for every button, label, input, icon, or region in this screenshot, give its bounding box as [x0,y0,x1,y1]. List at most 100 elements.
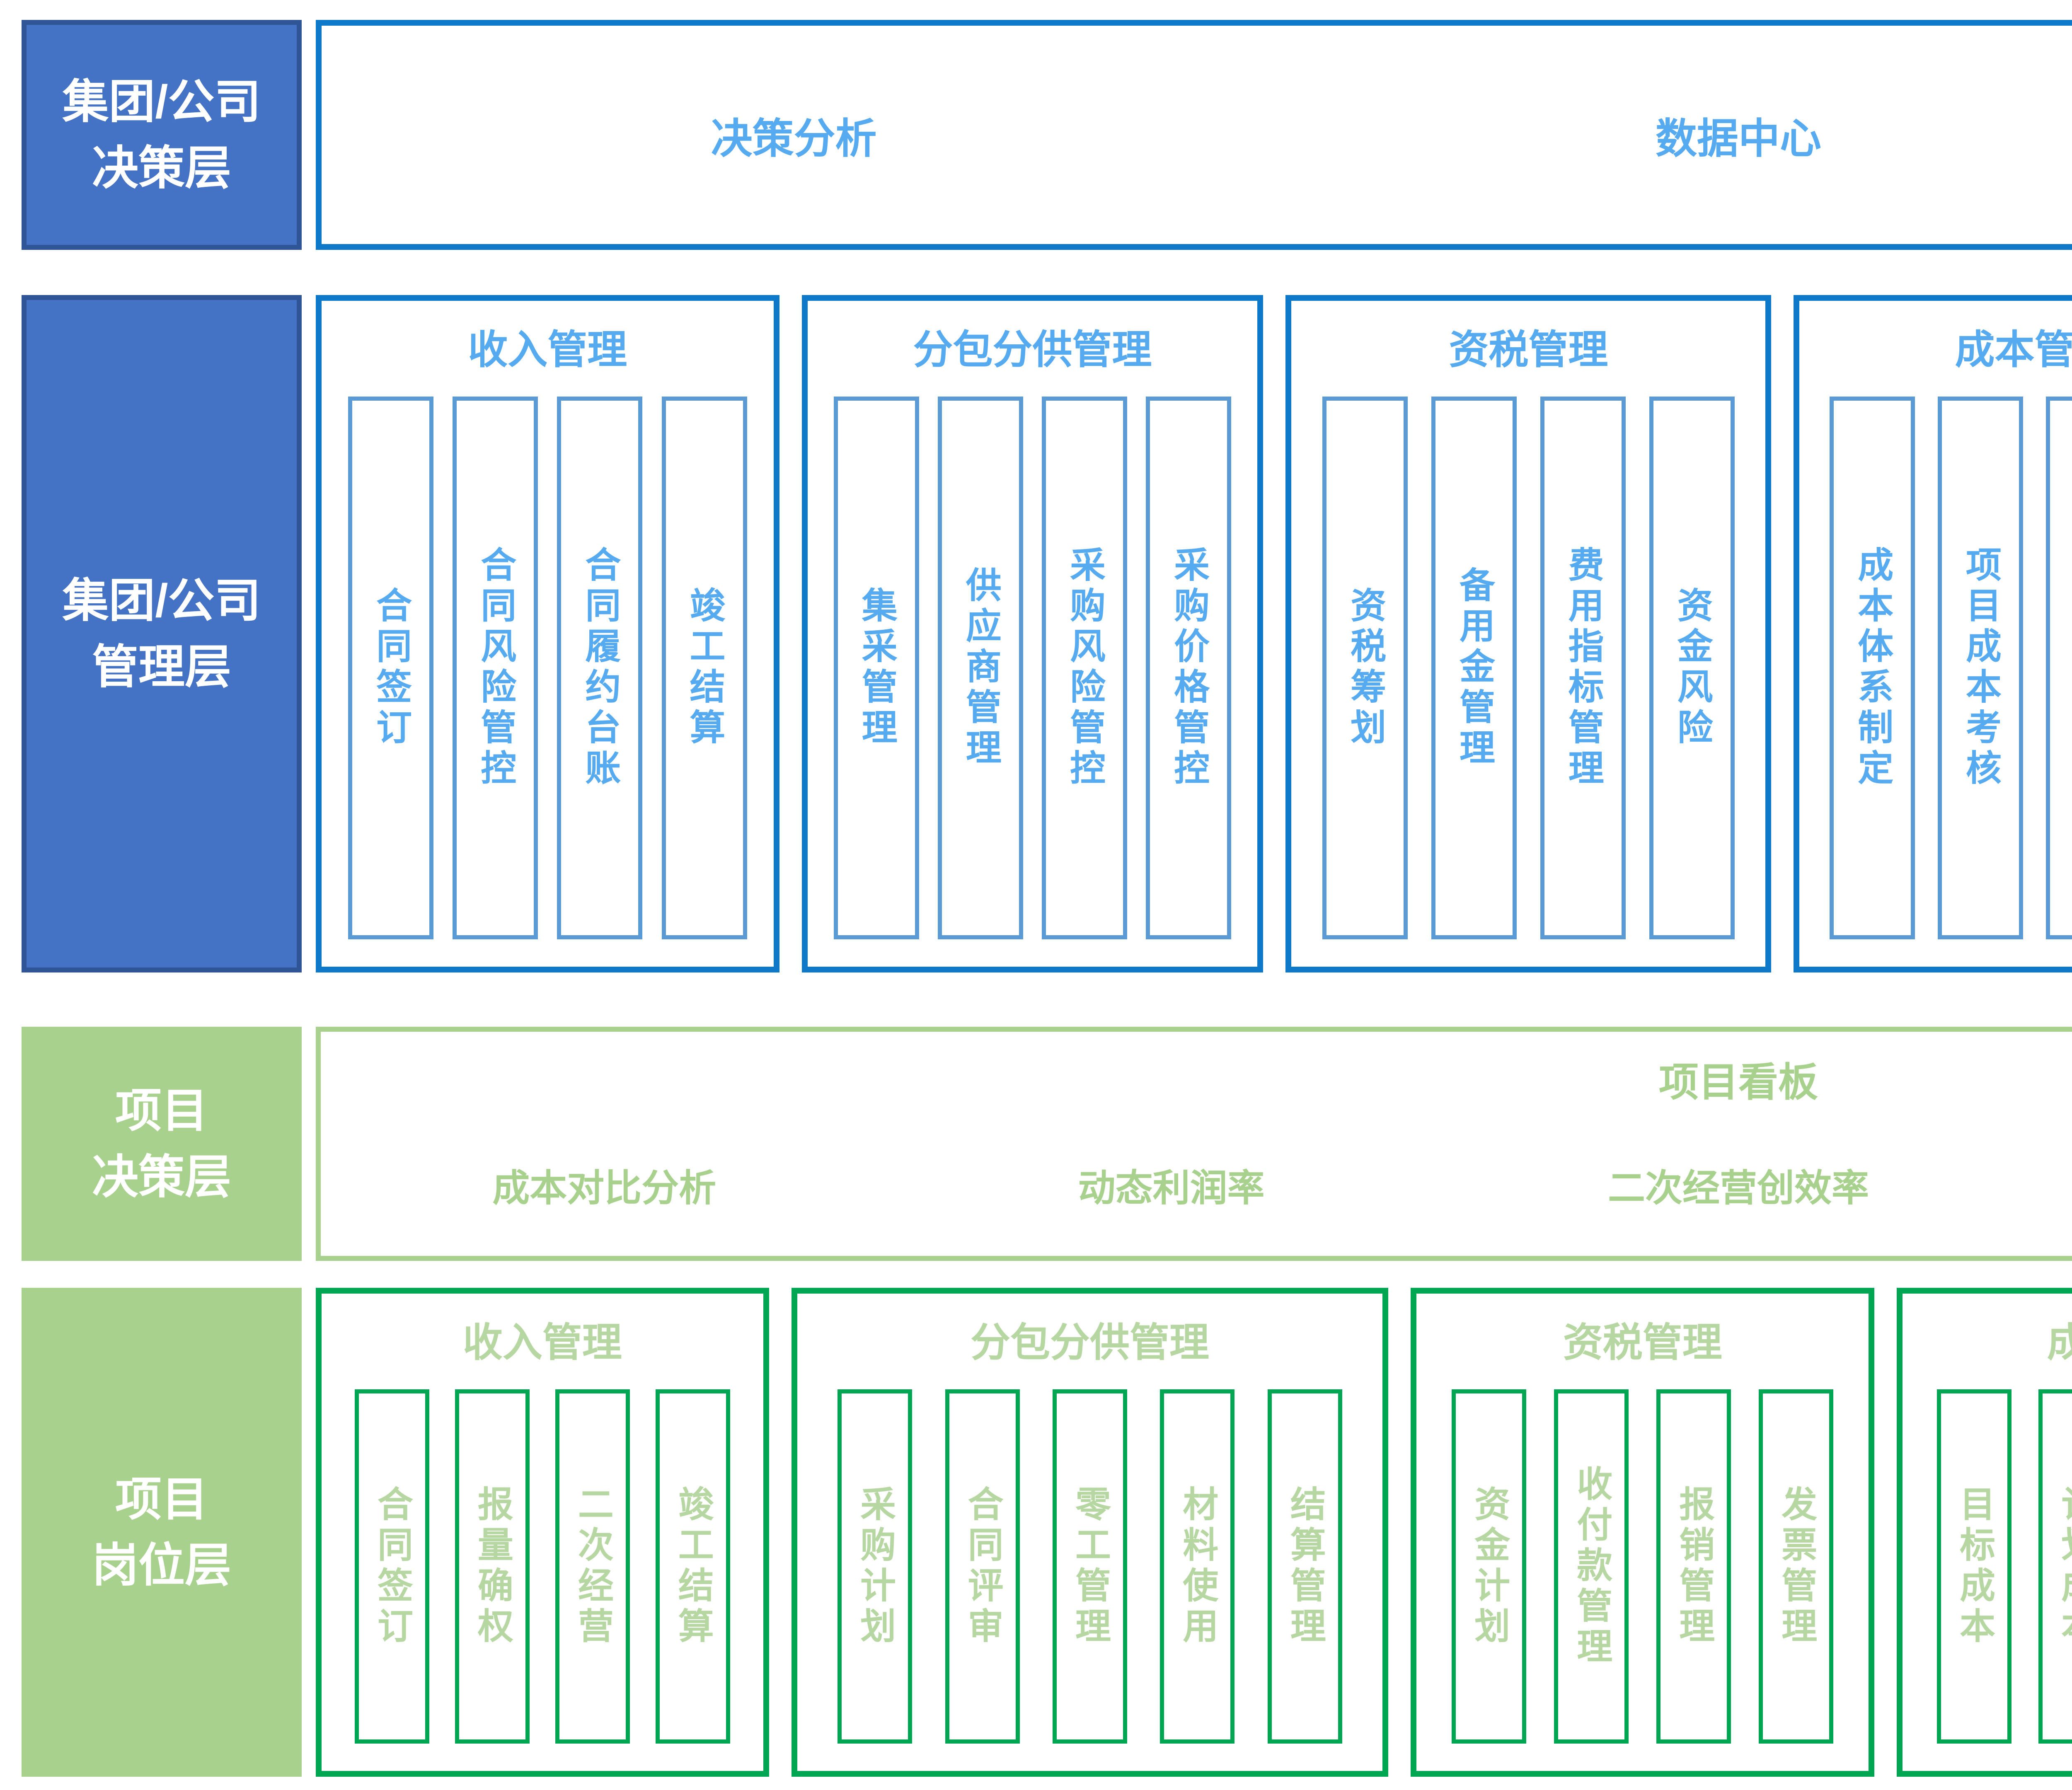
kanban-item: 动态利润率 [888,1158,1455,1212]
module-box: 项目成本考核 [1938,397,2024,939]
section-title: 资税管理 [1449,328,1608,372]
row-label-line: 项目 [115,1473,208,1525]
module-label: 资金计划 [1469,1485,1509,1648]
module-label: 合同风险管控 [475,546,515,790]
section-tax-capital-management: 资税管理 资税筹划 备用金管理 费用指标管理 资金风险 [1285,295,1772,972]
section-columns: 成本体系制定 项目成本考核 成本分析台账 成本指标管理 [1807,397,2072,939]
group-management-sections: 收入管理 合同签订 合同风险管控 合同履约台账 竣工结算 分包分供管理 集采管理… [316,295,2072,972]
section-columns: 目标成本 计划成本 成本核算 成本还原 [1910,1389,2072,1744]
row-label-group-management: 集团/公司 管理层 [22,295,302,972]
module-label: 竣工结算 [684,587,724,749]
module-label: 计划成本 [2055,1485,2072,1648]
module-label: 结算管理 [1285,1485,1325,1648]
module-box: 供应商管理 [937,397,1023,939]
module-box: 竣工结算 [661,397,747,939]
row-label-line: 岗位层 [92,1539,231,1591]
row-label-line: 管理层 [92,641,231,693]
section-columns: 采购计划 合同评审 零工管理 材料使用 结算管理 [805,1389,1375,1744]
module-box: 目标成本 [1937,1389,2012,1744]
module-label: 供应商管理 [960,566,1000,769]
row-project-post-layer: 项目 岗位层 收入管理 合同签订 报量确权 二次经营 竣工结算 分包分供管理 采… [22,1288,2072,1777]
row-label-line: 集团/公司 [62,76,261,128]
module-box: 资税筹划 [1322,397,1408,939]
module-box: 计划成本 [2038,1389,2072,1744]
kanban-item: 产值确权率 [2022,1158,2072,1212]
module-box: 成本体系制定 [1830,397,1915,939]
section-columns: 资金计划 收付款管理 报销管理 发票管理 [1424,1389,1861,1744]
module-box: 集采管理 [833,397,919,939]
module-box: 零工管理 [1053,1389,1127,1744]
module-label: 项目成本考核 [1960,546,2000,790]
section-subcontract-supply-management: 分包分供管理 采购计划 合同评审 零工管理 材料使用 结算管理 [791,1288,1389,1777]
module-label: 合同签订 [370,587,411,749]
module-label: 费用指标管理 [1563,546,1603,790]
module-label: 竣工结算 [673,1485,713,1648]
module-label: 采购价格管控 [1168,546,1208,790]
row-label-line: 决策层 [92,1151,231,1203]
section-title: 资税管理 [1563,1321,1722,1365]
module-label: 合同履约台账 [579,546,620,790]
module-label: 材料使用 [1177,1485,1217,1648]
module-box: 采购风险管控 [1042,397,1127,939]
module-box: 竣工结算 [655,1389,730,1744]
row-group-decision-layer: 集团/公司 决策层 决策分析 数据中心 企业知识库 [22,20,2072,250]
module-box: 资金风险 [1649,397,1735,939]
module-box: 采购计划 [838,1389,913,1744]
module-box: 报量确权 [455,1389,530,1744]
module-label: 成本体系制定 [1852,546,1892,790]
module-label: 目标成本 [1954,1485,1994,1648]
module-box: 备用金管理 [1431,397,1517,939]
kanban-item: 二次经营创效率 [1455,1158,2022,1212]
module-label: 零工管理 [1070,1485,1110,1648]
section-columns: 集采管理 供应商管理 采购风险管控 采购价格管控 [815,397,1250,939]
module-label: 资金风险 [1672,587,1712,749]
module-box: 合同评审 [945,1389,1020,1744]
module-label: 报销管理 [1673,1485,1714,1648]
panel-item-label: 决策分析 [711,116,877,162]
section-income-management: 收入管理 合同签订 报量确权 二次经营 竣工结算 [316,1288,769,1777]
kanban-title: 项目看板 [1659,1060,1818,1105]
module-box: 资金计划 [1452,1389,1527,1744]
section-tax-capital-management: 资税管理 资金计划 收付款管理 报销管理 发票管理 [1411,1288,1875,1777]
section-title: 分包分供管理 [913,328,1152,372]
module-label: 采购风险管控 [1064,546,1104,790]
section-income-management: 收入管理 合同签订 合同风险管控 合同履约台账 竣工结算 [316,295,779,972]
module-label: 二次经营 [572,1485,612,1648]
module-box: 报销管理 [1656,1389,1731,1744]
kanban-item: 成本对比分析 [321,1158,888,1212]
section-title: 收入管理 [468,328,627,372]
row-label-project-decision: 项目 决策层 [22,1027,302,1261]
section-columns: 合同签订 合同风险管控 合同履约台账 竣工结算 [329,397,766,939]
section-cost-management: 成本管理 成本体系制定 项目成本考核 成本分析台账 成本指标管理 [1794,295,2072,972]
module-box: 合同履约台账 [557,397,643,939]
section-title: 成本管理 [2047,1321,2072,1365]
group-decision-panel: 决策分析 数据中心 企业知识库 [316,20,2072,250]
module-box: 材料使用 [1160,1389,1235,1744]
module-box: 收付款管理 [1554,1389,1629,1744]
panel-item-label: 数据中心 [1655,116,1821,162]
row-label-line: 集团/公司 [62,575,261,627]
module-box: 二次经营 [555,1389,630,1744]
module-label: 发票管理 [1776,1485,1816,1648]
module-label: 报量确权 [472,1485,512,1648]
module-label: 收付款管理 [1571,1465,1611,1668]
module-label: 合同评审 [962,1485,1002,1648]
module-box: 费用指标管理 [1540,397,1626,939]
panel-item: 决策分析 [322,105,1266,165]
row-label-group-decision: 集团/公司 决策层 [22,20,302,250]
row-label-project-post: 项目 岗位层 [22,1288,302,1777]
row-label-line: 决策层 [92,142,231,194]
kanban-item-label: 二次经营创效率 [1608,1168,1869,1209]
row-label-line: 项目 [115,1085,208,1137]
kanban-item-label: 成本对比分析 [492,1168,716,1209]
panel-item: 数据中心 [1266,105,2072,165]
module-box: 合同签订 [354,1389,429,1744]
module-label: 备用金管理 [1454,566,1494,769]
module-label: 采购计划 [854,1485,895,1648]
section-title: 成本管理 [1955,328,2072,372]
module-label: 合同签订 [372,1485,412,1648]
project-post-sections: 收入管理 合同签订 报量确权 二次经营 竣工结算 分包分供管理 采购计划 合同评… [316,1288,2072,1777]
row-project-decision-layer: 项目 决策层 项目看板 成本对比分析 动态利润率 二次经营创效率 产值确权率 项… [22,1027,2072,1261]
section-columns: 资税筹划 备用金管理 费用指标管理 资金风险 [1299,397,1758,939]
